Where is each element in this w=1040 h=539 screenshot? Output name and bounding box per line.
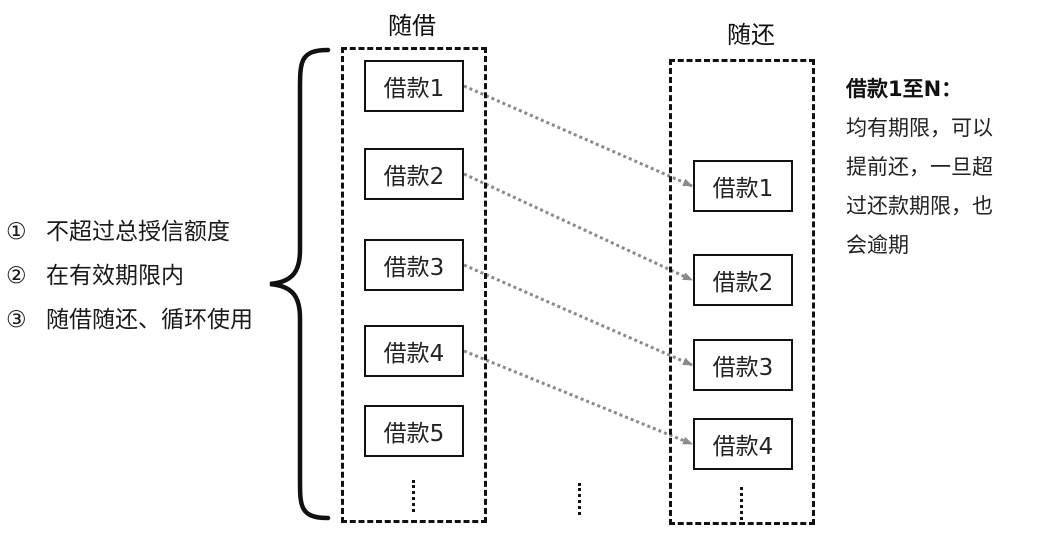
repay-loan-2: 借款2	[693, 254, 793, 306]
condition-number: ②	[6, 263, 27, 289]
note-line: 均有期限，可以	[846, 116, 993, 140]
connection-arrow-4	[463, 349, 693, 446]
connection-arrow-1	[463, 84, 693, 188]
condition-number: ③	[6, 307, 27, 333]
curly-brace	[269, 47, 331, 521]
note-line: 提前还，一旦超	[846, 155, 993, 179]
borrow-loan-3: 借款3	[364, 239, 464, 291]
note-line: 会逾期	[846, 233, 909, 257]
connection-arrow-3	[463, 263, 693, 367]
repay-loan-1: 借款1	[693, 160, 793, 212]
borrow-loan-2: 借款2	[364, 148, 464, 200]
repay-column-title: 随还	[727, 21, 775, 49]
middle-continuation-dots	[578, 483, 581, 515]
borrow-loan-4: 借款4	[364, 325, 464, 377]
note-line: 过还款期限，也	[846, 194, 993, 218]
repay-loan-3: 借款3	[693, 339, 793, 391]
borrow-column-title: 随借	[388, 12, 436, 40]
conditions-list: ① 不超过总授信额度 ② 在有效期限内 ③ 随借随还、循环使用	[6, 210, 276, 342]
condition-item: ② 在有效期限内	[6, 254, 276, 298]
connection-arrow-2	[463, 172, 693, 282]
condition-text: 在有效期限内	[46, 263, 184, 289]
note-title: 借款1至N：	[846, 77, 963, 101]
condition-text: 随借随还、循环使用	[46, 307, 253, 333]
borrow-loan-5: 借款5	[364, 405, 464, 457]
condition-text: 不超过总授信额度	[46, 219, 230, 245]
repay-column	[669, 59, 815, 525]
condition-item: ① 不超过总授信额度	[6, 210, 276, 254]
repay-continuation-dots	[740, 487, 743, 520]
condition-item: ③ 随借随还、循环使用	[6, 298, 276, 342]
note-block: 借款1至N： 均有期限，可以 提前还，一旦超 过还款期限，也 会逾期	[846, 70, 1031, 265]
borrow-loan-1: 借款1	[364, 60, 464, 112]
condition-number: ①	[6, 219, 27, 245]
repay-loan-4: 借款4	[693, 418, 793, 470]
borrow-continuation-dots	[412, 480, 415, 512]
borrow-column	[341, 47, 487, 523]
